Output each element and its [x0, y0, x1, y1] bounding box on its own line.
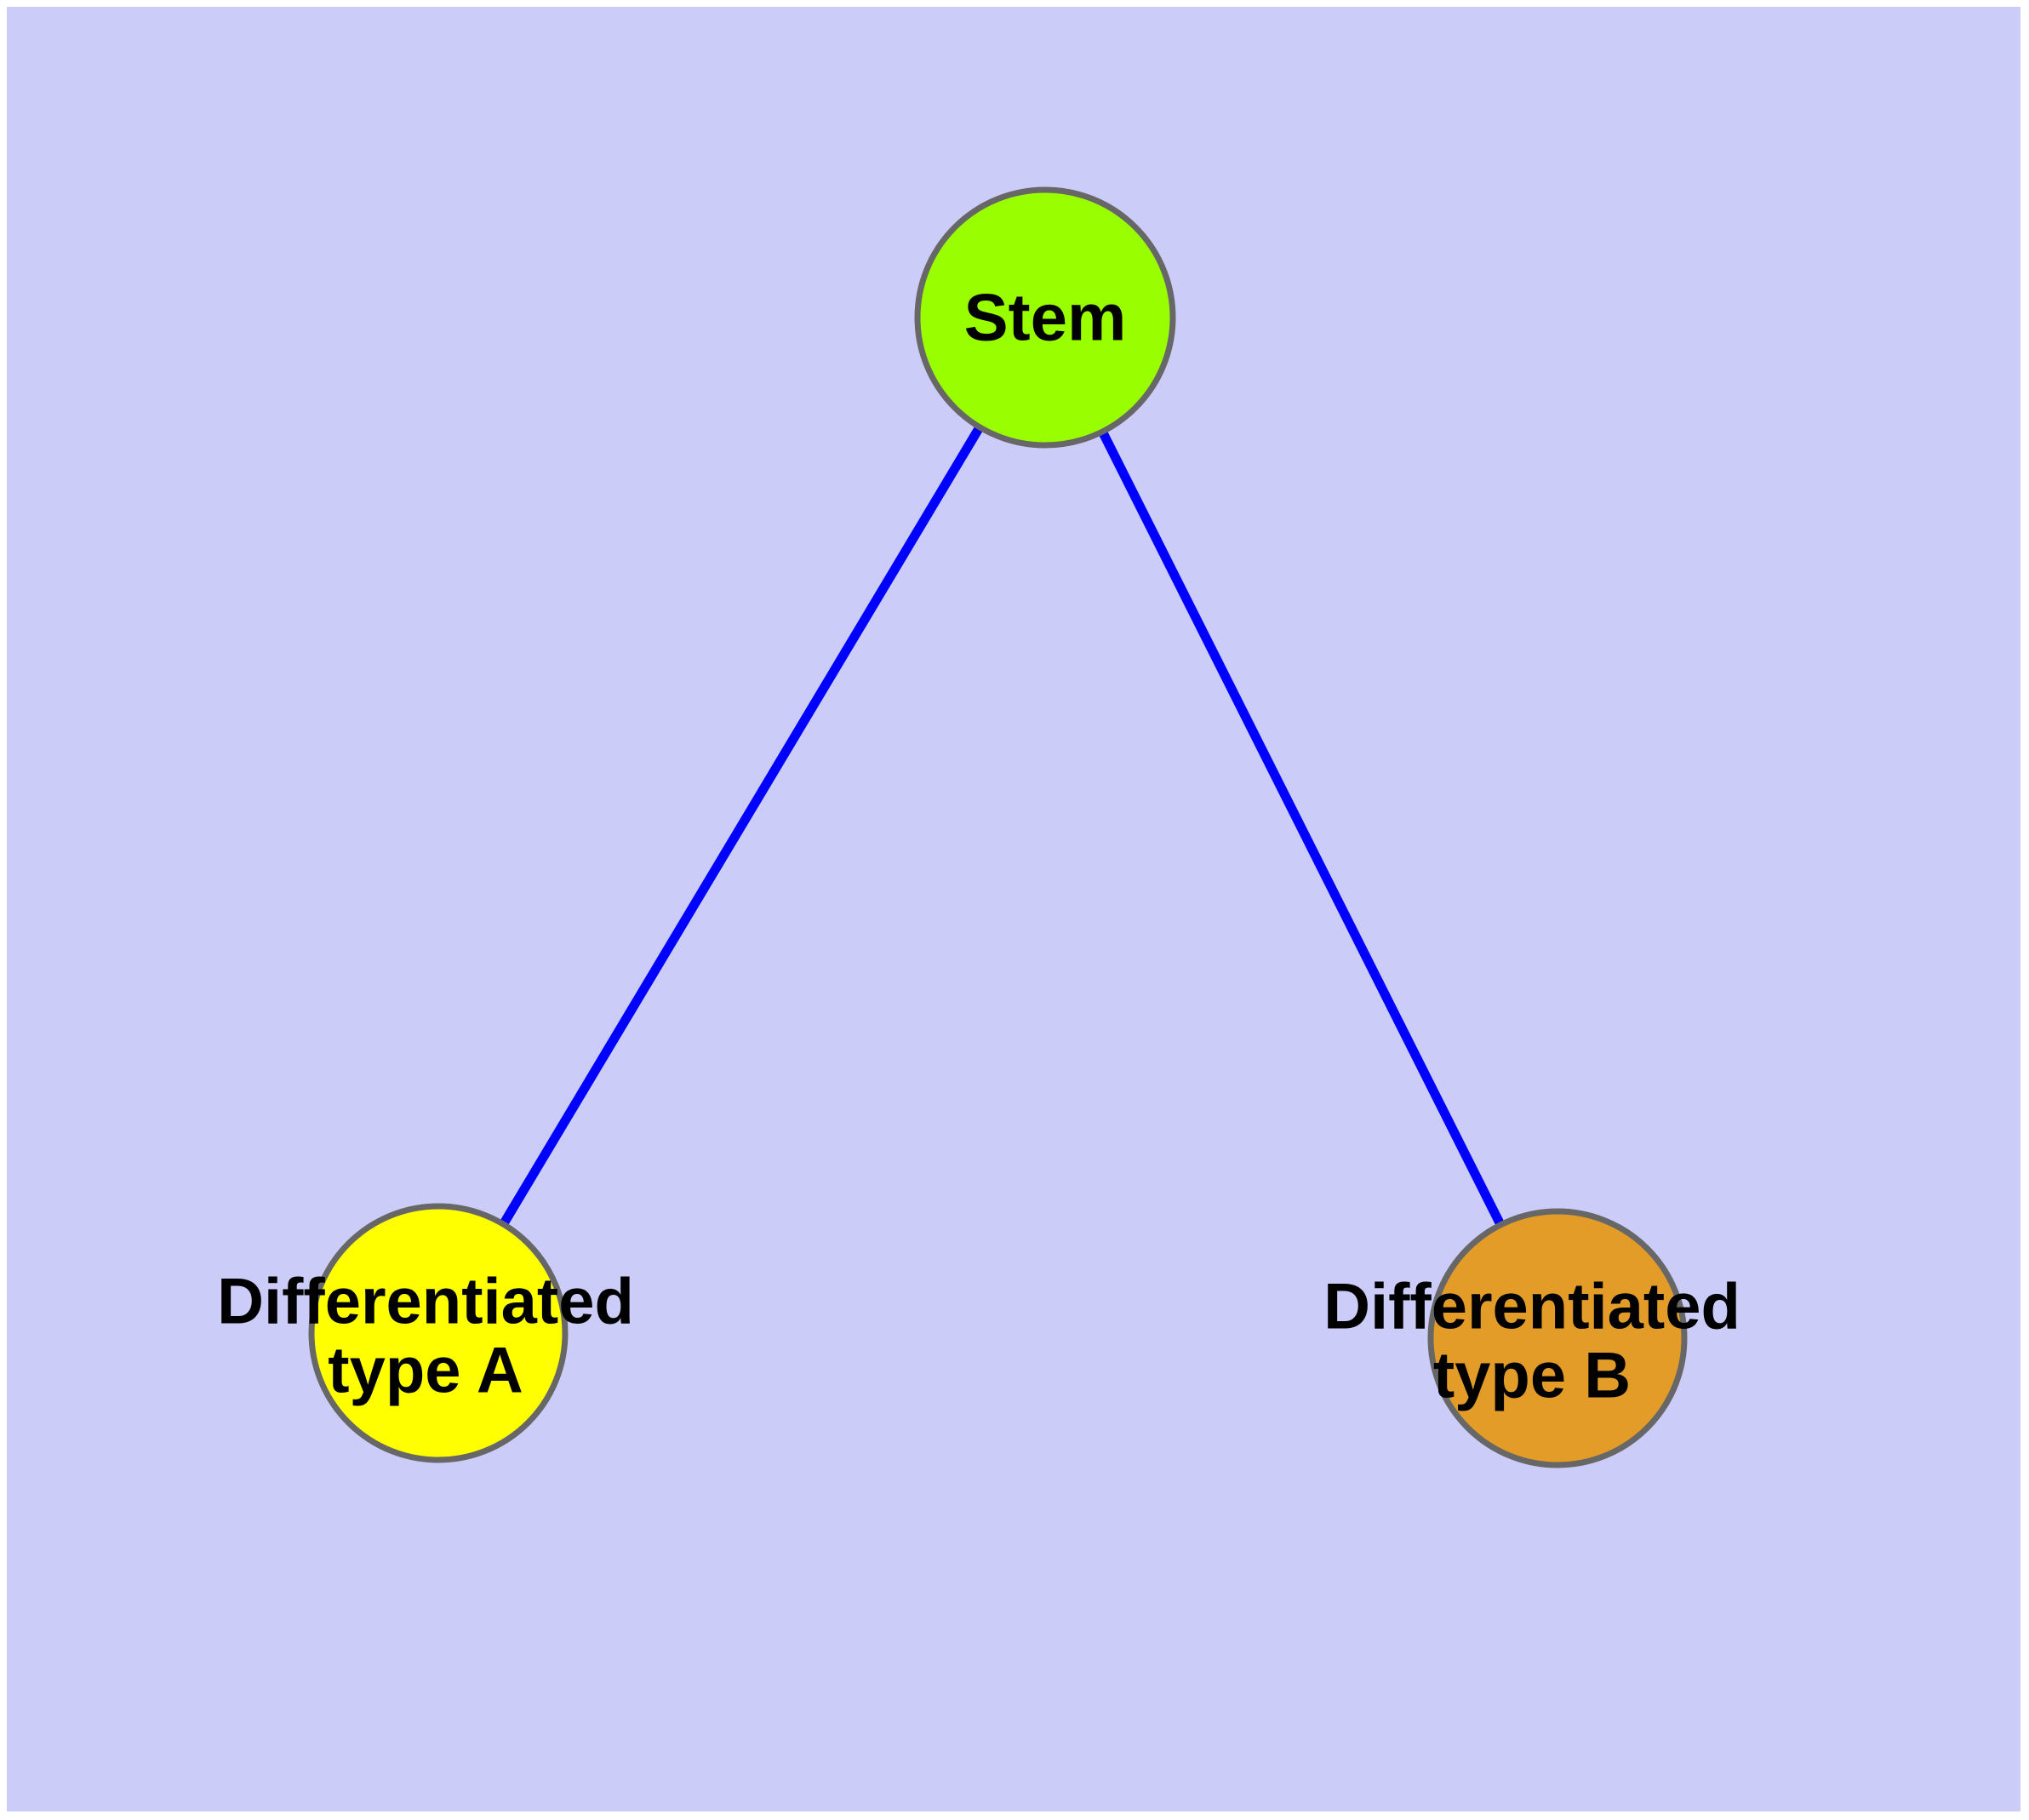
graph-edge[interactable]	[1041, 315, 1562, 1341]
edges-layer	[434, 315, 1562, 1341]
graph-svg	[308, 186, 1688, 1468]
graph-edge[interactable]	[434, 315, 1049, 1336]
nodes-layer	[308, 186, 1688, 1468]
graph-node-diff-a[interactable]	[308, 1203, 569, 1463]
graph-node-stem[interactable]	[914, 186, 1176, 449]
graph-node-diff-b[interactable]	[1427, 1208, 1688, 1468]
